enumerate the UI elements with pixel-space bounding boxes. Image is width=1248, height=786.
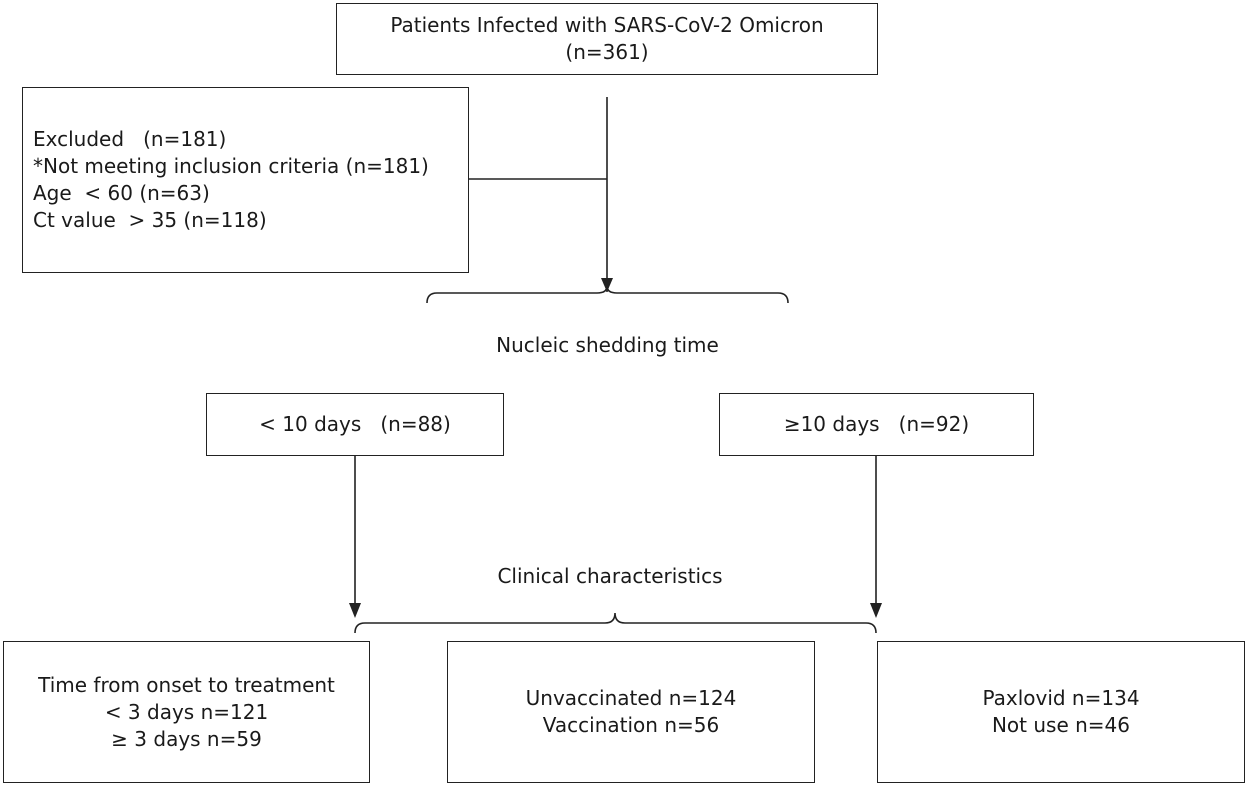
long-group-arrowhead: [870, 603, 882, 618]
onset-to-treatment-title: Time from onset to treatment: [38, 672, 335, 697]
paxlovid-box: Paxlovid n=134 Not use n=46: [877, 641, 1245, 783]
onset-3-days-or-more: ≥ 3 days n=59: [111, 726, 262, 751]
onset-under-3-days: < 3 days n=121: [104, 699, 269, 724]
long-shedding-group-label: ≥10 days (n=92): [783, 412, 970, 436]
excluded-ct-value: Ct value > 35 (n=118): [33, 208, 267, 232]
long-shedding-group-box: ≥10 days (n=92): [719, 393, 1034, 456]
paxlovid-not-used-count: Not use n=46: [991, 713, 1131, 737]
vaccinated-count: Vaccination n=56: [542, 713, 720, 737]
short-shedding-group-label: < 10 days (n=88): [259, 412, 451, 436]
short-shedding-group-box: < 10 days (n=88): [206, 393, 504, 456]
patients-infected-box: Patients Infected with SARS-CoV-2 Omicro…: [336, 3, 878, 75]
excluded-age: Age < 60 (n=63): [33, 181, 210, 205]
clinical-characteristics-label: Clinical characteristics: [497, 564, 723, 588]
excluded-total: Excluded (n=181): [33, 127, 227, 151]
top-brace: [426, 285, 789, 304]
vaccination-box: Unvaccinated n=124 Vaccination n=56: [447, 641, 815, 783]
patients-infected-title: Patients Infected with SARS-CoV-2 Omicro…: [390, 13, 824, 37]
patients-infected-count: (n=361): [565, 40, 649, 64]
excluded-inclusion-criteria: *Not meeting inclusion criteria (n=181): [33, 154, 429, 178]
excluded-box: Excluded (n=181) *Not meeting inclusion …: [22, 87, 469, 273]
short-group-arrowhead: [349, 603, 361, 618]
paxlovid-count: Paxlovid n=134: [982, 686, 1140, 710]
nucleic-shedding-time-label: Nucleic shedding time: [496, 333, 719, 357]
onset-to-treatment-box: Time from onset to treatment < 3 days n=…: [3, 641, 370, 783]
main-arrowhead: [601, 278, 613, 292]
bottom-brace: [354, 612, 877, 634]
unvaccinated-count: Unvaccinated n=124: [525, 686, 737, 710]
